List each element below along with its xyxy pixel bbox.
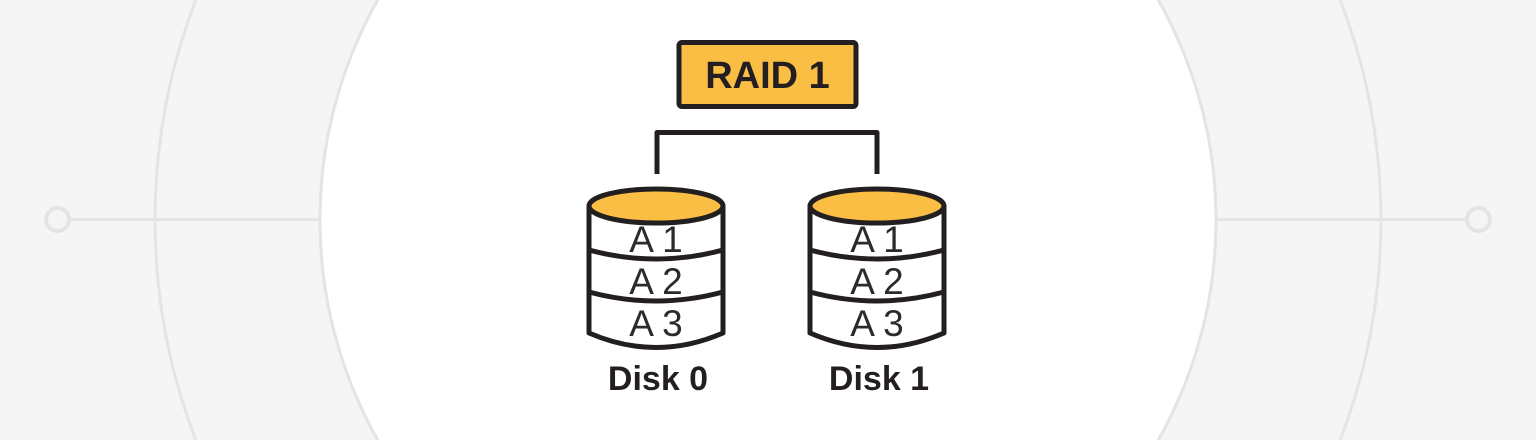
disk-1-platter-top [807, 186, 947, 226]
background-decor [44, 0, 1492, 440]
disk-0-separator-2 [586, 289, 726, 304]
decor-ring-left [44, 206, 71, 233]
disk-1: A 1 A 2 A 3 Disk 1 [807, 186, 947, 398]
disk-1-block-label-3: A 3 [850, 303, 904, 344]
disk-0-name-label: Disk 0 [608, 360, 708, 398]
disk-0-cylinder-body [586, 203, 726, 350]
disk-1-name-label: Disk 1 [829, 360, 929, 398]
disk-1-block-label-2: A 2 [850, 261, 904, 302]
disk-1-cylinder-body [807, 203, 947, 350]
connector-bracket [654, 130, 880, 174]
disk-0-block-label-1: A 1 [629, 219, 683, 260]
raid-level-badge: RAID 1 [676, 40, 859, 109]
disk-0: A 1 A 2 A 3 Disk 0 [586, 186, 726, 398]
disk-1-separator-1 [807, 247, 947, 262]
raid-badge-label: RAID 1 [705, 55, 830, 97]
disk-1-block-label-1: A 1 [850, 219, 904, 260]
decor-ring-right [1465, 206, 1492, 233]
disk-1-separator-2 [807, 289, 947, 304]
disk-0-platter-top [586, 186, 726, 226]
disk-0-block-label-3: A 3 [629, 303, 683, 344]
disk-0-block-label-2: A 2 [629, 261, 683, 302]
raid-badge-box [676, 40, 859, 109]
disk-0-separator-1 [586, 247, 726, 262]
